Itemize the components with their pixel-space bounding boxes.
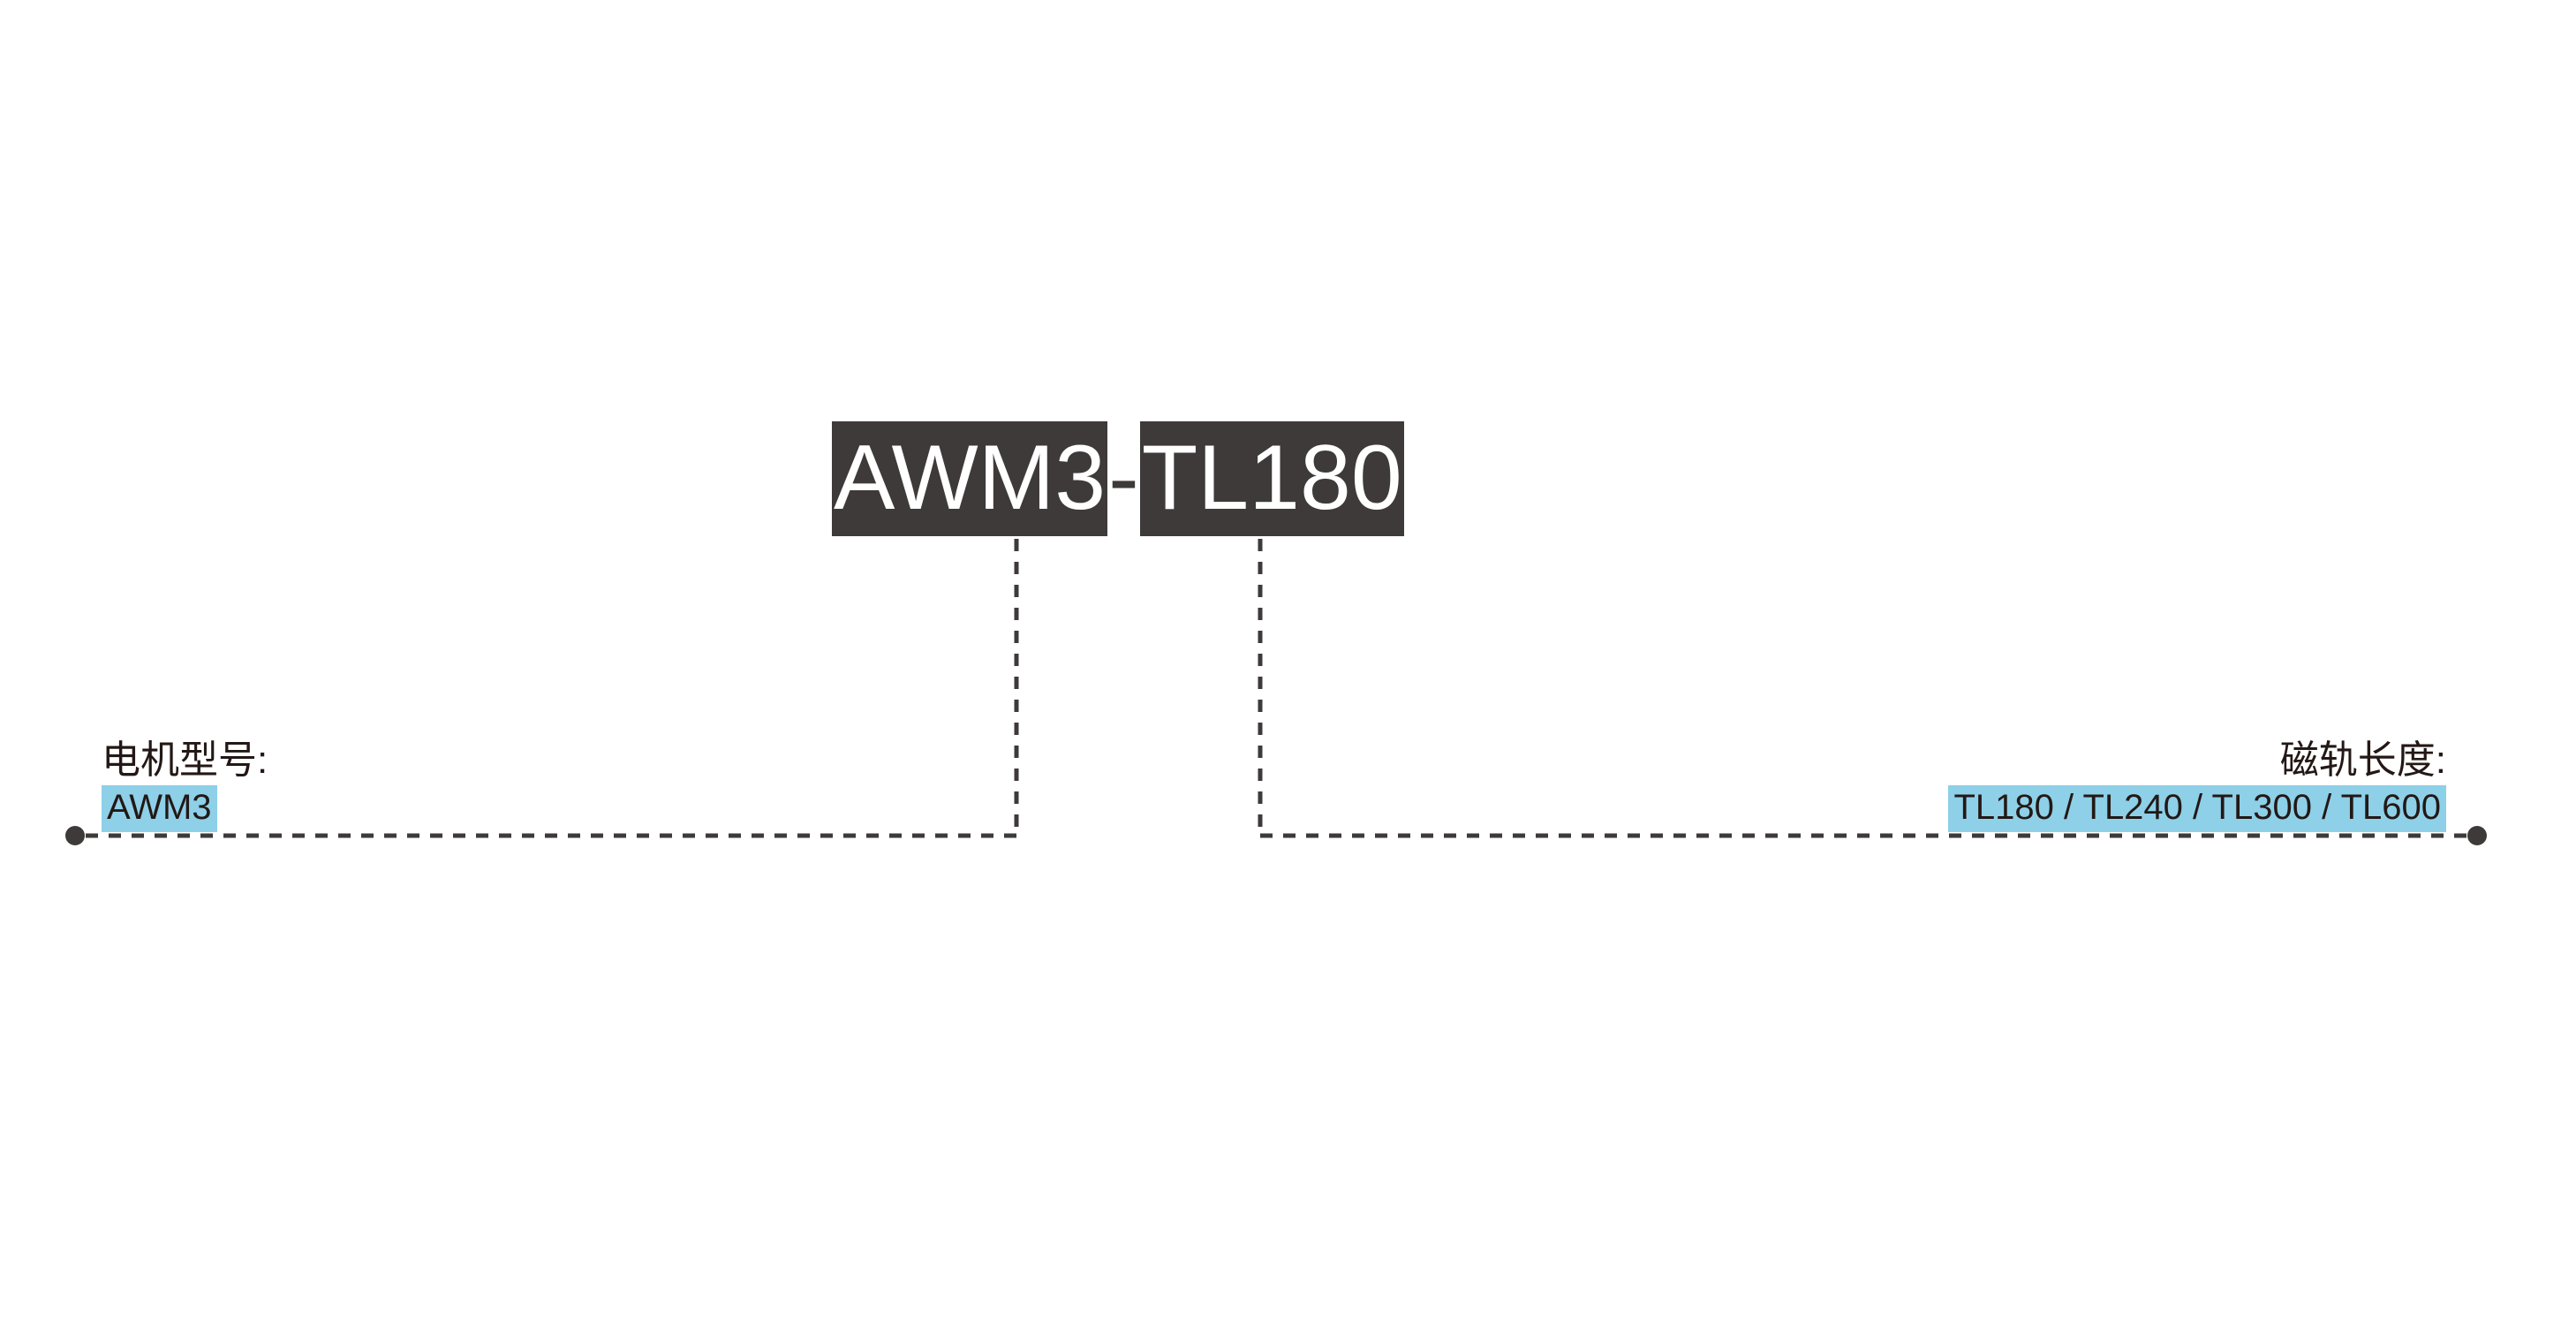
product-code-title: AWM3 - TL180 [832,421,1404,536]
leaf-track-length-value: TL180 / TL240 / TL300 / TL600 [1948,785,2446,833]
leaf-motor-model: 电机型号: AWM3 [102,738,268,833]
connector-endpoint-dot-right [2467,826,2487,845]
code-segment-track-length: TL180 [1139,421,1404,536]
leaf-motor-model-value: AWM3 [102,785,217,833]
code-separator-hyphen: - [1108,427,1139,529]
code-segment-motor-model: AWM3 [832,421,1108,536]
leaf-motor-model-caption: 电机型号: [102,738,268,782]
leaf-track-length: 磁轨长度: TL180 / TL240 / TL300 / TL600 [1948,738,2446,833]
connector-endpoint-dot-left [65,826,85,845]
leaf-track-length-caption: 磁轨长度: [2279,738,2446,782]
